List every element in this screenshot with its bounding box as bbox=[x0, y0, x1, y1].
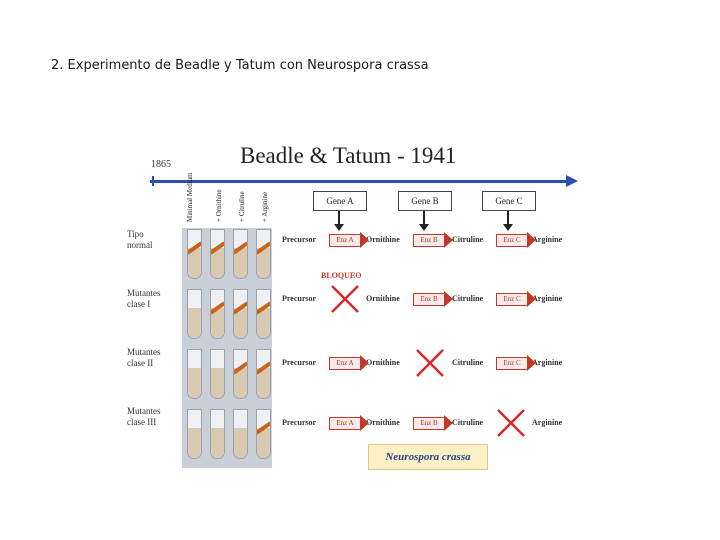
enzyme-label: Enz B bbox=[413, 417, 445, 430]
pathway-molecule: Citruline bbox=[452, 294, 484, 303]
enzyme-label: Enz A bbox=[329, 417, 361, 430]
tube-medium bbox=[211, 368, 224, 398]
test-tube bbox=[233, 289, 248, 339]
test-tube bbox=[233, 409, 248, 459]
timeline-line bbox=[150, 180, 570, 183]
test-tube bbox=[233, 229, 248, 279]
organism-label: Neurospora crassa bbox=[368, 444, 488, 470]
tube-medium bbox=[257, 248, 270, 278]
timeline-tick bbox=[152, 176, 154, 186]
pathway-molecule: Arginine bbox=[532, 235, 563, 244]
block-cross bbox=[415, 348, 445, 378]
block-label: BLOQUEO bbox=[321, 271, 362, 280]
row-label: Mutantes clase II bbox=[127, 347, 161, 368]
enzyme-label: Enz C bbox=[496, 234, 528, 247]
row-label: Tipo normal bbox=[127, 229, 153, 250]
test-tube bbox=[210, 229, 225, 279]
pathway-molecule: Arginine bbox=[532, 294, 563, 303]
gene-arrow-b-head bbox=[419, 224, 429, 231]
test-tube bbox=[256, 349, 271, 399]
test-tube bbox=[187, 409, 202, 459]
enzyme-label: Enz B bbox=[413, 234, 445, 247]
enzyme-arrow-tip bbox=[444, 232, 453, 248]
tube-medium bbox=[188, 248, 201, 278]
test-tube bbox=[256, 229, 271, 279]
enzyme-arrow-tip bbox=[360, 415, 369, 431]
pathway-molecule: Citruline bbox=[452, 358, 484, 367]
row-label: Mutantes clase III bbox=[127, 406, 161, 427]
test-tube bbox=[233, 349, 248, 399]
enzyme-arrow-tip bbox=[527, 291, 536, 307]
pathway-molecule: Precursor bbox=[282, 294, 317, 303]
test-tube bbox=[187, 349, 202, 399]
enzyme-label: Enz C bbox=[496, 293, 528, 306]
pathway-molecule: Ornithine bbox=[366, 418, 400, 427]
enzyme-label: Enz A bbox=[329, 234, 361, 247]
tube-medium bbox=[211, 428, 224, 458]
enzyme-label: Enz A bbox=[329, 357, 361, 370]
test-tube bbox=[210, 349, 225, 399]
row-label: Mutantes clase I bbox=[127, 288, 161, 309]
gene-arrow-c-head bbox=[503, 224, 513, 231]
tube-medium bbox=[257, 368, 270, 398]
slide-title: 2. Experimento de Beadle y Tatum con Neu… bbox=[51, 58, 429, 73]
pathway-molecule: Precursor bbox=[282, 235, 317, 244]
gene-arrow-b bbox=[423, 211, 425, 224]
pathway-molecule: Ornithine bbox=[366, 235, 400, 244]
block-cross bbox=[330, 284, 360, 314]
pathway-molecule: Precursor bbox=[282, 418, 317, 427]
pathway-molecule: Citruline bbox=[452, 235, 484, 244]
enzyme-arrow-tip bbox=[444, 415, 453, 431]
enzyme-arrow-tip bbox=[360, 232, 369, 248]
pathway-molecule: Arginine bbox=[532, 358, 563, 367]
tube-medium bbox=[211, 308, 224, 338]
gene-arrow-a bbox=[338, 211, 340, 224]
gene-arrow-c bbox=[507, 211, 509, 224]
test-tube bbox=[256, 409, 271, 459]
tube-medium bbox=[188, 428, 201, 458]
tube-medium bbox=[257, 308, 270, 338]
pathway-molecule: Arginine bbox=[532, 418, 563, 427]
gene-box-b: Gene B bbox=[398, 191, 452, 211]
media-label-citruline: + Citruline bbox=[238, 191, 246, 222]
test-tube bbox=[187, 229, 202, 279]
test-tube bbox=[210, 289, 225, 339]
media-label-arginine: + Arginine bbox=[261, 191, 269, 222]
tube-medium bbox=[234, 368, 247, 398]
tube-medium bbox=[234, 248, 247, 278]
enzyme-arrow-tip bbox=[360, 355, 369, 371]
pathway-molecule: Citruline bbox=[452, 418, 484, 427]
gene-box-c: Gene C bbox=[482, 191, 536, 211]
media-label-minimal: Minimal Medium bbox=[186, 172, 194, 222]
pathway-molecule: Ornithine bbox=[366, 358, 400, 367]
media-label-ornithine: + Ornithine bbox=[215, 189, 223, 222]
figure-title: Beadle & Tatum - 1941 bbox=[240, 143, 457, 168]
tube-medium bbox=[188, 308, 201, 338]
enzyme-label: Enz B bbox=[413, 293, 445, 306]
pathway-molecule: Precursor bbox=[282, 358, 317, 367]
test-tube bbox=[210, 409, 225, 459]
enzyme-arrow-tip bbox=[444, 291, 453, 307]
test-tube bbox=[187, 289, 202, 339]
tube-medium bbox=[188, 368, 201, 398]
timeline-year: 1865 bbox=[151, 159, 171, 170]
tube-medium bbox=[234, 308, 247, 338]
gene-box-a: Gene A bbox=[313, 191, 367, 211]
timeline-arrow-head bbox=[566, 175, 578, 187]
tube-medium bbox=[211, 248, 224, 278]
enzyme-arrow-tip bbox=[527, 232, 536, 248]
block-cross bbox=[496, 408, 526, 438]
enzyme-label: Enz C bbox=[496, 357, 528, 370]
gene-arrow-a-head bbox=[334, 224, 344, 231]
enzyme-arrow-tip bbox=[527, 355, 536, 371]
test-tube bbox=[256, 289, 271, 339]
pathway-molecule: Ornithine bbox=[366, 294, 400, 303]
tube-medium bbox=[234, 428, 247, 458]
tube-medium bbox=[257, 428, 270, 458]
